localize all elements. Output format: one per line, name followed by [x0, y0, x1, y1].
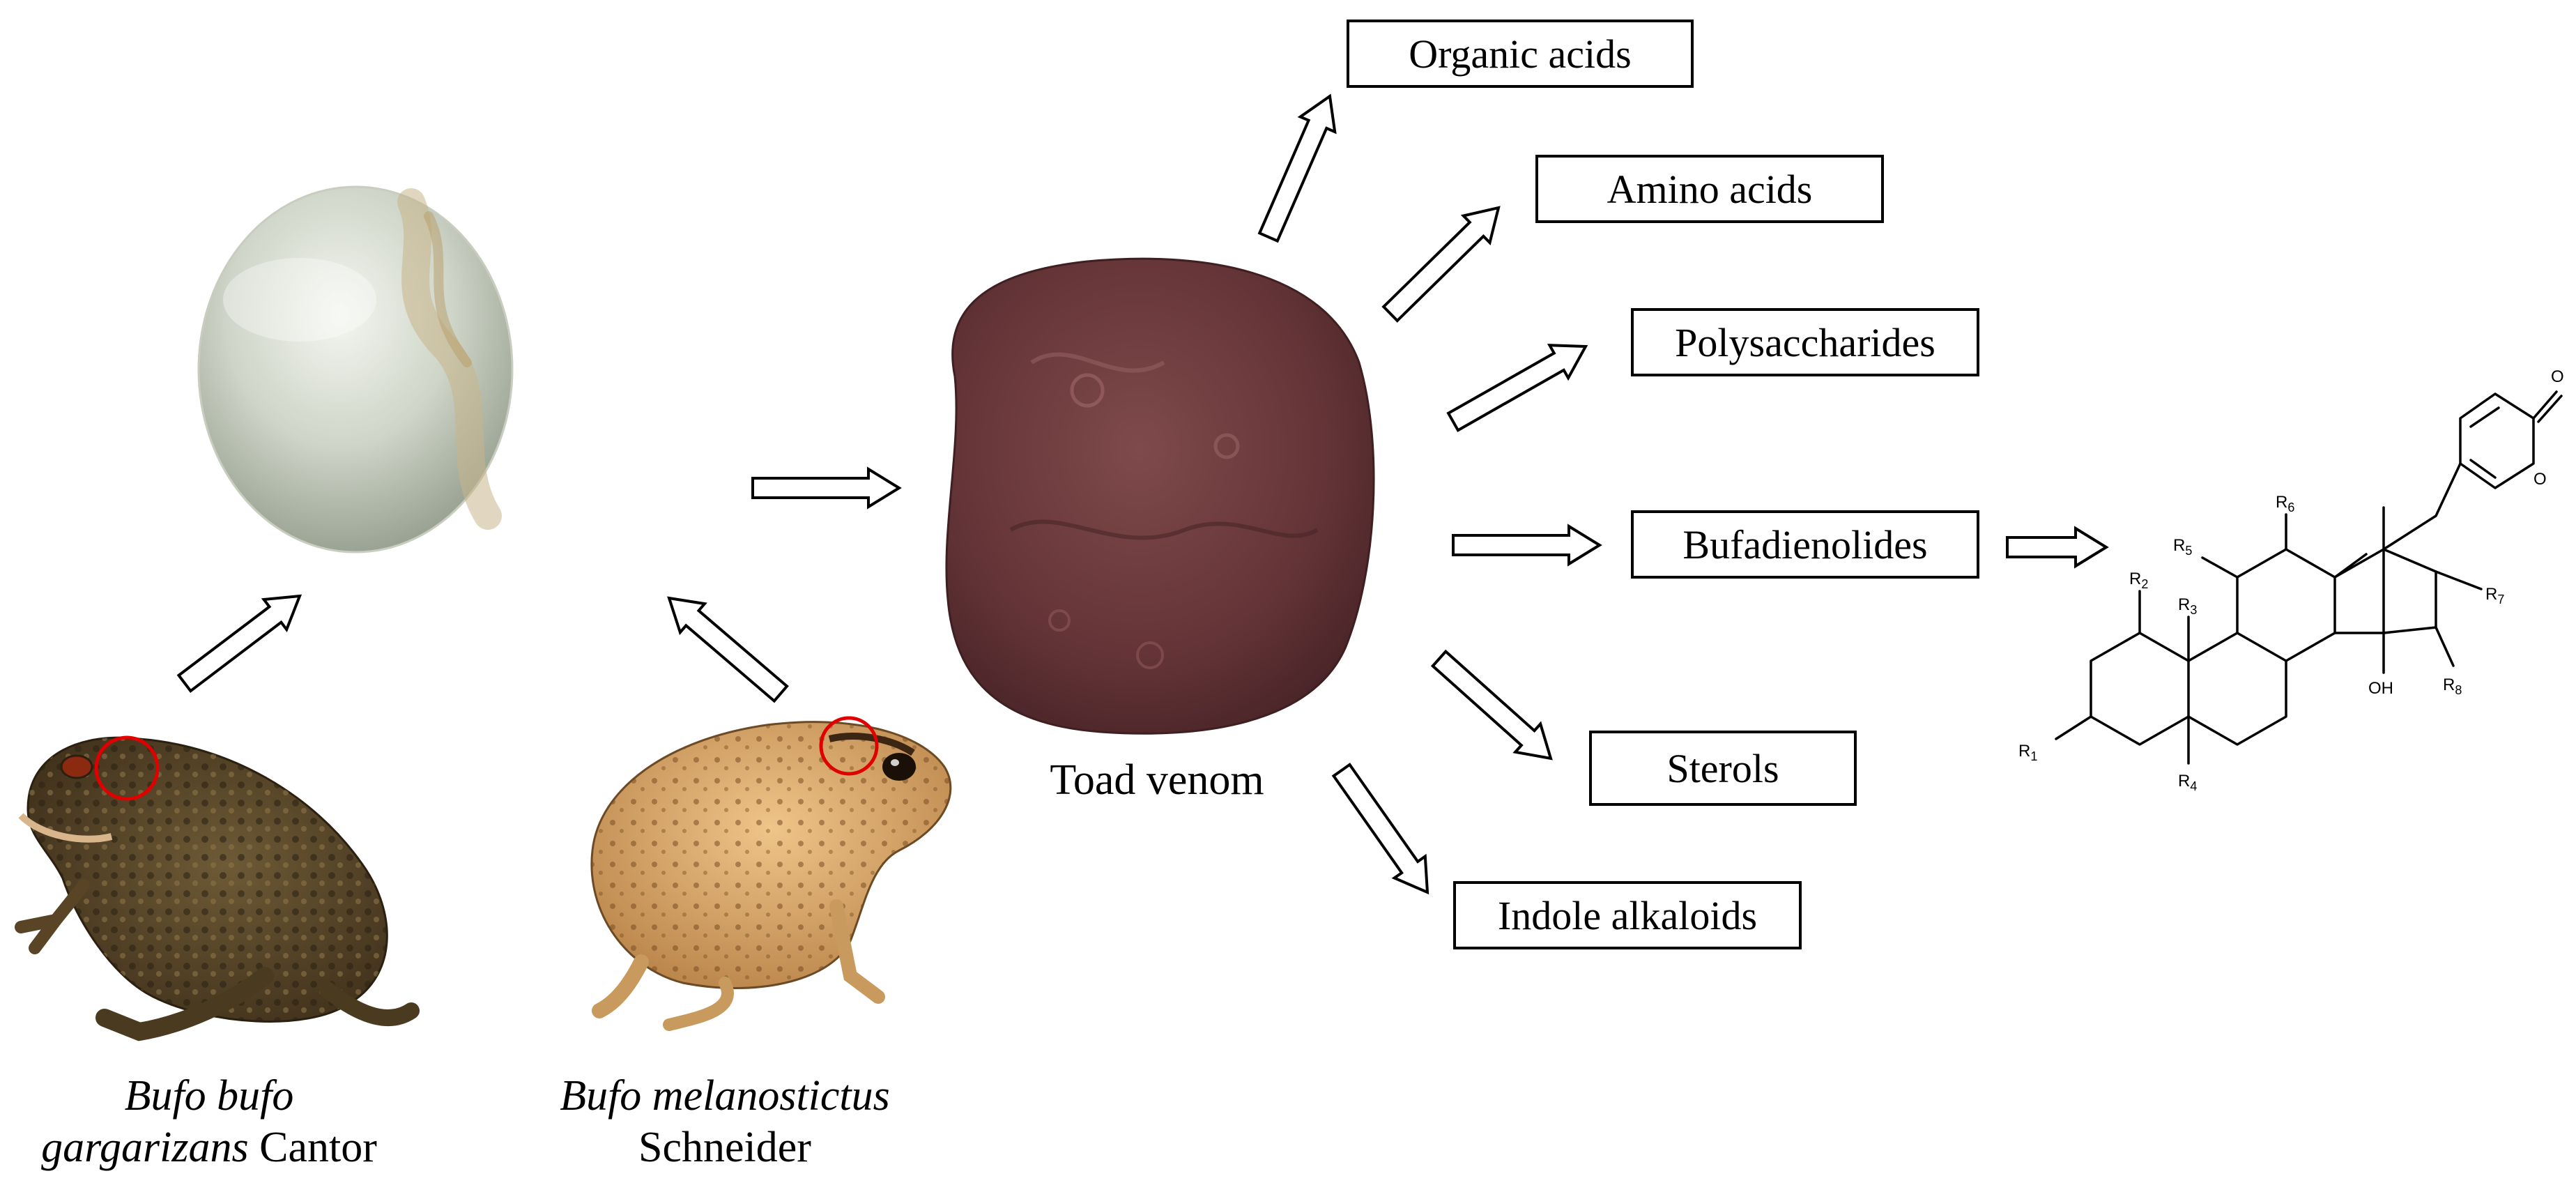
arrow-to-amino-acids	[1381, 206, 1501, 323]
species-2-authority: Schneider	[638, 1124, 811, 1172]
r6-label: R6	[2276, 493, 2294, 514]
r1-label: R1	[2018, 742, 2037, 763]
species-1-authority: Cantor	[259, 1124, 377, 1172]
r5-label: R5	[2173, 536, 2192, 558]
parotoid-gland-marker-1	[94, 735, 160, 801]
bufadienolide-structure	[2055, 390, 2563, 765]
component-box-sterols: Sterols	[1589, 731, 1857, 806]
arrow-toad1-to-droplet	[176, 594, 302, 694]
species-caption-bufo-gargarizans: Bufo bufo gargarizans Cantor	[0, 1070, 418, 1174]
species-1-italic-2: gargarizans	[41, 1124, 249, 1172]
r2-label: R2	[2129, 570, 2148, 591]
toad-venom-label: Toad venom	[1050, 756, 1264, 804]
arrow-to-sterols	[1430, 649, 1553, 761]
r4-label: R4	[2178, 772, 2197, 793]
component-box-bufadienolides: Bufadienolides	[1631, 510, 1979, 579]
toad-bufo-melanostictus-image	[590, 721, 952, 1031]
r8-label: R8	[2443, 675, 2462, 697]
species-2-italic: Bufo melanostictus	[560, 1072, 890, 1120]
arrow-droplet-to-venom	[751, 466, 902, 510]
arrow-toad2-to-droplet	[667, 596, 789, 703]
component-box-amino-acids: Amino acids	[1535, 155, 1884, 223]
arrow-to-bufadienolides	[1452, 524, 1602, 567]
parotoid-gland-marker-2	[819, 716, 879, 776]
arrow-to-organic-acids	[1257, 93, 1337, 243]
arrow-to-structure	[2006, 526, 2109, 569]
arrow-layer	[176, 93, 2109, 895]
r3-label: R3	[2178, 595, 2197, 617]
species-1-italic: Bufo bufo	[124, 1072, 294, 1120]
chem-oh: OH	[2368, 679, 2393, 698]
chem-o-ketone: O	[2551, 367, 2564, 386]
structure-labels: O O OH R1 R2 R3 R4 R5 R6 R7 R8	[2018, 367, 2564, 793]
component-box-polysaccharides: Polysaccharides	[1631, 308, 1979, 376]
toad-venom-cake-image	[945, 257, 1375, 735]
component-box-organic-acids: Organic acids	[1347, 20, 1694, 88]
arrow-to-indole-alkaloids	[1331, 763, 1429, 895]
species-caption-bufo-melanostictus: Bufo melanostictus Schneider	[502, 1070, 948, 1174]
toad-bufo-gargarizans-image	[15, 736, 420, 1041]
chem-o-ring: O	[2533, 470, 2547, 489]
r7-label: R7	[2485, 585, 2504, 606]
venom-droplet-image	[197, 185, 514, 553]
arrow-to-polysaccharides	[1446, 344, 1588, 432]
component-box-indole-alkaloids: Indole alkaloids	[1453, 881, 1802, 949]
